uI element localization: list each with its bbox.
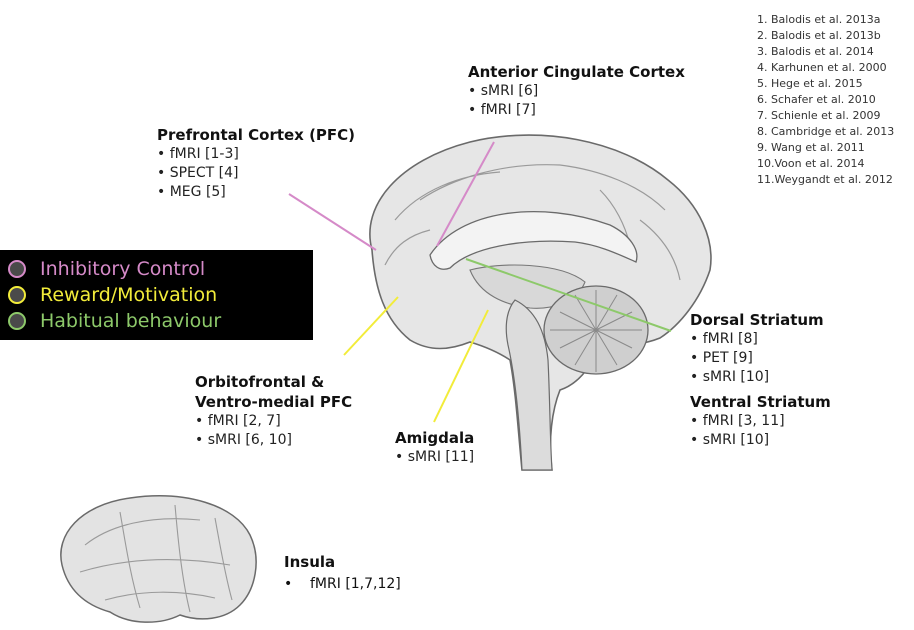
amygdala-title: Amigdala	[395, 428, 474, 448]
insula-item: •fMRI [1,7,12]	[284, 576, 401, 592]
legend-label: Inhibitory Control	[40, 256, 205, 282]
insula-item-text: fMRI [1,7,12]	[310, 576, 401, 592]
acc-item: sMRI [6]	[468, 82, 685, 101]
legend-dot-icon	[8, 260, 26, 278]
insula-brain-outline	[61, 496, 256, 622]
legend-item-habitual: Habitual behaviour	[8, 308, 221, 334]
acc-label-group: Anterior Cingulate Cortex sMRI [6] fMRI …	[468, 62, 685, 120]
ventral-striatum-label-group: Ventral Striatum fMRI [3, 11] sMRI [10]	[690, 392, 831, 450]
legend-box: Inhibitory Control Reward/Motivation Hab…	[0, 250, 313, 340]
ventral-striatum-item: fMRI [3, 11]	[690, 412, 831, 431]
pfc-item: SPECT [4]	[157, 164, 355, 183]
reference-item: 9. Wang et al. 2011	[757, 140, 894, 156]
pfc-label-group: Prefrontal Cortex (PFC) fMRI [1-3] SPECT…	[157, 125, 355, 202]
references-list: 1. Balodis et al. 2013a 2. Balodis et al…	[757, 12, 894, 188]
reference-item: 2. Balodis et al. 2013b	[757, 28, 894, 44]
reference-item: 1. Balodis et al. 2013a	[757, 12, 894, 28]
pfc-title: Prefrontal Cortex (PFC)	[157, 125, 355, 145]
dorsal-striatum-item: sMRI [10]	[690, 368, 824, 387]
reference-item: 10.Voon et al. 2014	[757, 156, 894, 172]
amygdala-item: sMRI [11]	[395, 448, 474, 467]
reference-item: 3. Balodis et al. 2014	[757, 44, 894, 60]
ventral-striatum-title: Ventral Striatum	[690, 392, 831, 412]
reference-item: 5. Hege et al. 2015	[757, 76, 894, 92]
ofc-pointer-line	[344, 297, 398, 355]
ofc-item: fMRI [2, 7]	[195, 412, 352, 431]
dorsal-striatum-label-group: Dorsal Striatum fMRI [8] PET [9] sMRI [1…	[690, 310, 824, 387]
ofc-title-line2: Ventro-medial PFC	[195, 392, 352, 412]
legend-dot-icon	[8, 312, 26, 330]
legend-item-reward: Reward/Motivation	[8, 282, 217, 308]
insula-bullet: •	[284, 576, 310, 592]
pfc-item: fMRI [1-3]	[157, 145, 355, 164]
reference-item: 6. Schafer et al. 2010	[757, 92, 894, 108]
legend-item-inhibitory: Inhibitory Control	[8, 256, 205, 282]
legend-label: Habitual behaviour	[40, 308, 221, 334]
ofc-label-group: Orbitofrontal & Ventro-medial PFC fMRI […	[195, 372, 352, 450]
reference-item: 11.Weygandt et al. 2012	[757, 172, 894, 188]
acc-title: Anterior Cingulate Cortex	[468, 62, 685, 82]
dorsal-striatum-item: fMRI [8]	[690, 330, 824, 349]
ofc-title-line1: Orbitofrontal &	[195, 372, 352, 392]
pfc-pointer-line	[289, 194, 376, 250]
legend-dot-icon	[8, 286, 26, 304]
dorsal-striatum-item: PET [9]	[690, 349, 824, 368]
reference-item: 4. Karhunen et al. 2000	[757, 60, 894, 76]
reference-item: 8. Cambridge et al. 2013	[757, 124, 894, 140]
ofc-item: sMRI [6, 10]	[195, 431, 352, 450]
insula-title: Insula	[284, 552, 401, 572]
pfc-item: MEG [5]	[157, 183, 355, 202]
insula-label-group: Insula •fMRI [1,7,12]	[284, 552, 401, 592]
reference-item: 7. Schienle et al. 2009	[757, 108, 894, 124]
dorsal-striatum-title: Dorsal Striatum	[690, 310, 824, 330]
amygdala-label-group: Amigdala sMRI [11]	[395, 428, 474, 467]
acc-item: fMRI [7]	[468, 101, 685, 120]
ventral-striatum-item: sMRI [10]	[690, 431, 831, 450]
legend-label: Reward/Motivation	[40, 282, 217, 308]
